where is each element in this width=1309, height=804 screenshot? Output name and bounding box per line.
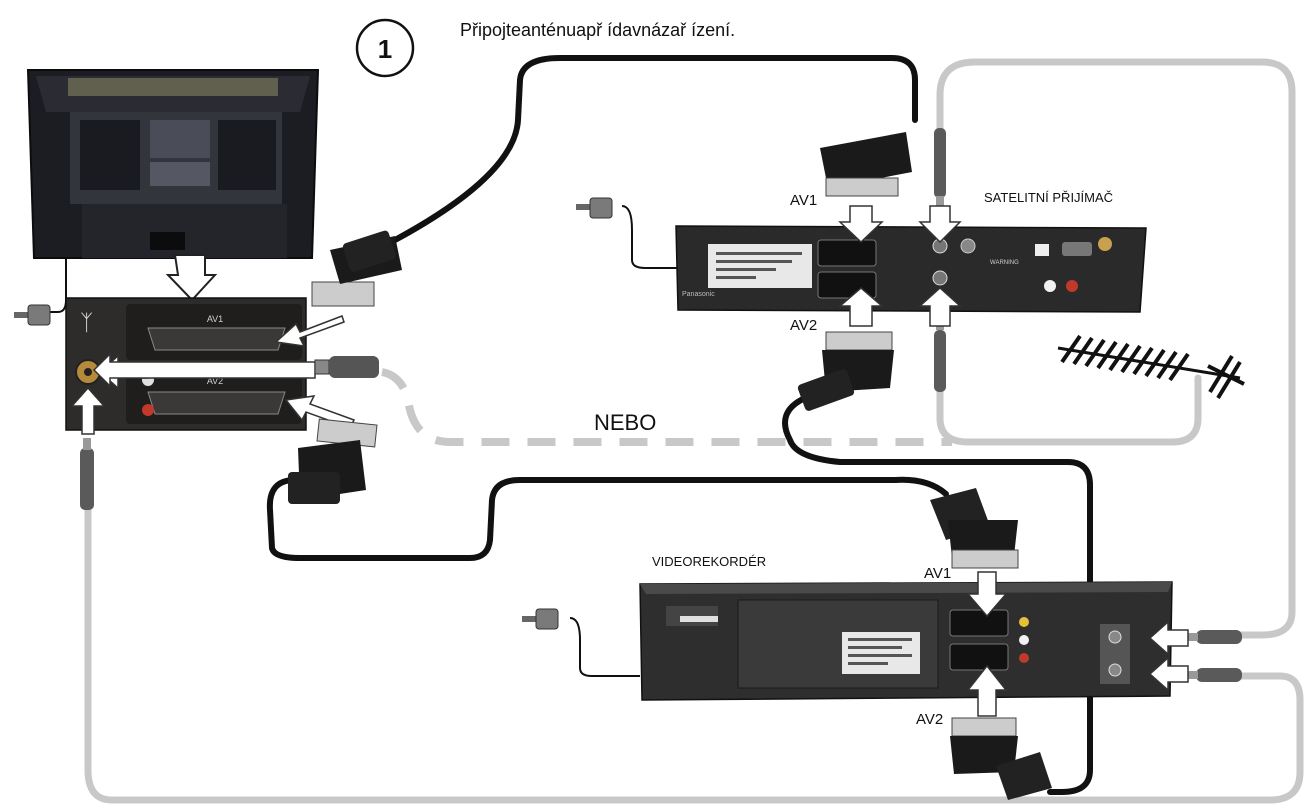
tv-audio-r-socket (142, 404, 154, 416)
tv-rf-input-arrow (92, 352, 316, 388)
video-recorder (639, 581, 1173, 701)
step-circle (355, 18, 415, 78)
tv-av2-scart-socket (147, 391, 286, 415)
tv-antenna-plug (80, 438, 94, 510)
sat-rf-plug-top (934, 128, 946, 208)
sat-serial-label (708, 244, 812, 288)
tv-rf-plug (314, 356, 379, 378)
vcr-av1-arrow (966, 571, 1008, 618)
vcr-av1-label: AV1 (924, 565, 951, 582)
vcr-av2-label: AV2 (916, 711, 943, 728)
vcr-av1-scart-plug (930, 488, 1019, 569)
sat-warning-text: WARNING (990, 260, 1019, 266)
or-label: NEBO (594, 410, 656, 435)
satellite-receiver: Panasonic WARNING (675, 225, 1147, 313)
sat-audio-r (1066, 280, 1078, 292)
vcr-power-plug (522, 608, 559, 630)
sat-lnb-socket (1098, 237, 1112, 251)
tv-av1-scart-plug (311, 230, 402, 307)
sat-rf-out-arrow (918, 286, 962, 327)
tv-set (26, 69, 320, 302)
tv-av1-scart-socket (147, 327, 286, 351)
vcr-rf-out-socket (1108, 663, 1122, 677)
tv-panel-av1-label: AV1 (207, 314, 223, 324)
sat-rf-plug-bottom (934, 318, 946, 392)
video-recorder-label: VIDEOREKORDÉR (652, 554, 766, 569)
tv-antenna-input-arrow (70, 386, 106, 435)
sat-brand: Panasonic (682, 291, 715, 298)
tv-av2-scart-plug (288, 418, 378, 504)
sat-audio-l (1044, 280, 1056, 292)
sat-av2-arrow (837, 287, 885, 327)
scart-cable-tv-av1-to-sat-av1 (392, 55, 918, 243)
power-cable-sat (621, 205, 700, 269)
tv-panel-av2-label: AV2 (207, 376, 223, 386)
step-badge: 1 (355, 18, 415, 78)
tv-av1-arrow (274, 315, 345, 347)
sat-av1-socket (817, 239, 877, 267)
rf-cable-sat-to-vcr (936, 58, 1296, 639)
svg-text:ᛉ: ᛉ (80, 310, 93, 335)
scart-cable-sat-av2-to-vcr-av2 (782, 395, 1093, 795)
vcr-rf-out-arrow (1148, 656, 1189, 692)
sat-av2-label: AV2 (790, 317, 817, 334)
sat-av2-scart-plug (797, 331, 894, 411)
sat-power-plug (576, 197, 613, 219)
power-cable-vcr (569, 617, 640, 677)
tv-power-plug (14, 304, 51, 326)
tv-pointer-arrow (165, 254, 218, 302)
sat-rf-in-arrow (918, 205, 962, 244)
sat-av1-scart-plug (820, 132, 912, 197)
vcr-rf-plug-out (1186, 668, 1242, 682)
vcr-rf-in-socket (1108, 630, 1122, 644)
rf-cable-vcr-to-tv (84, 501, 1304, 804)
vcr-av2-arrow (966, 664, 1008, 717)
sat-rf-out-socket (932, 270, 948, 286)
scart-cable-tv-av2-to-vcr-av1 (266, 476, 949, 561)
sat-av1-arrow (838, 205, 884, 244)
vcr-rf-in-arrow (1148, 620, 1189, 656)
rf-cable-antenna-to-sat (936, 374, 1202, 446)
vcr-av2-socket (949, 643, 1009, 671)
vcr-av1-socket (949, 609, 1009, 637)
vcr-rf-plug-in (1186, 630, 1242, 644)
aerial-antenna (1057, 334, 1245, 400)
instruction-title: Připojteanténuapř ídavnázař ízení. (460, 20, 735, 40)
tv-label-plate (150, 120, 210, 158)
vcr-av2-scart-plug (950, 717, 1052, 800)
rf-cable-alternative-dashed (380, 368, 952, 446)
step-number: 1 (378, 34, 392, 64)
satellite-receiver-label: SATELITNÍ PŘIJÍMAČ (984, 190, 1113, 205)
sat-av1-label: AV1 (790, 192, 817, 209)
